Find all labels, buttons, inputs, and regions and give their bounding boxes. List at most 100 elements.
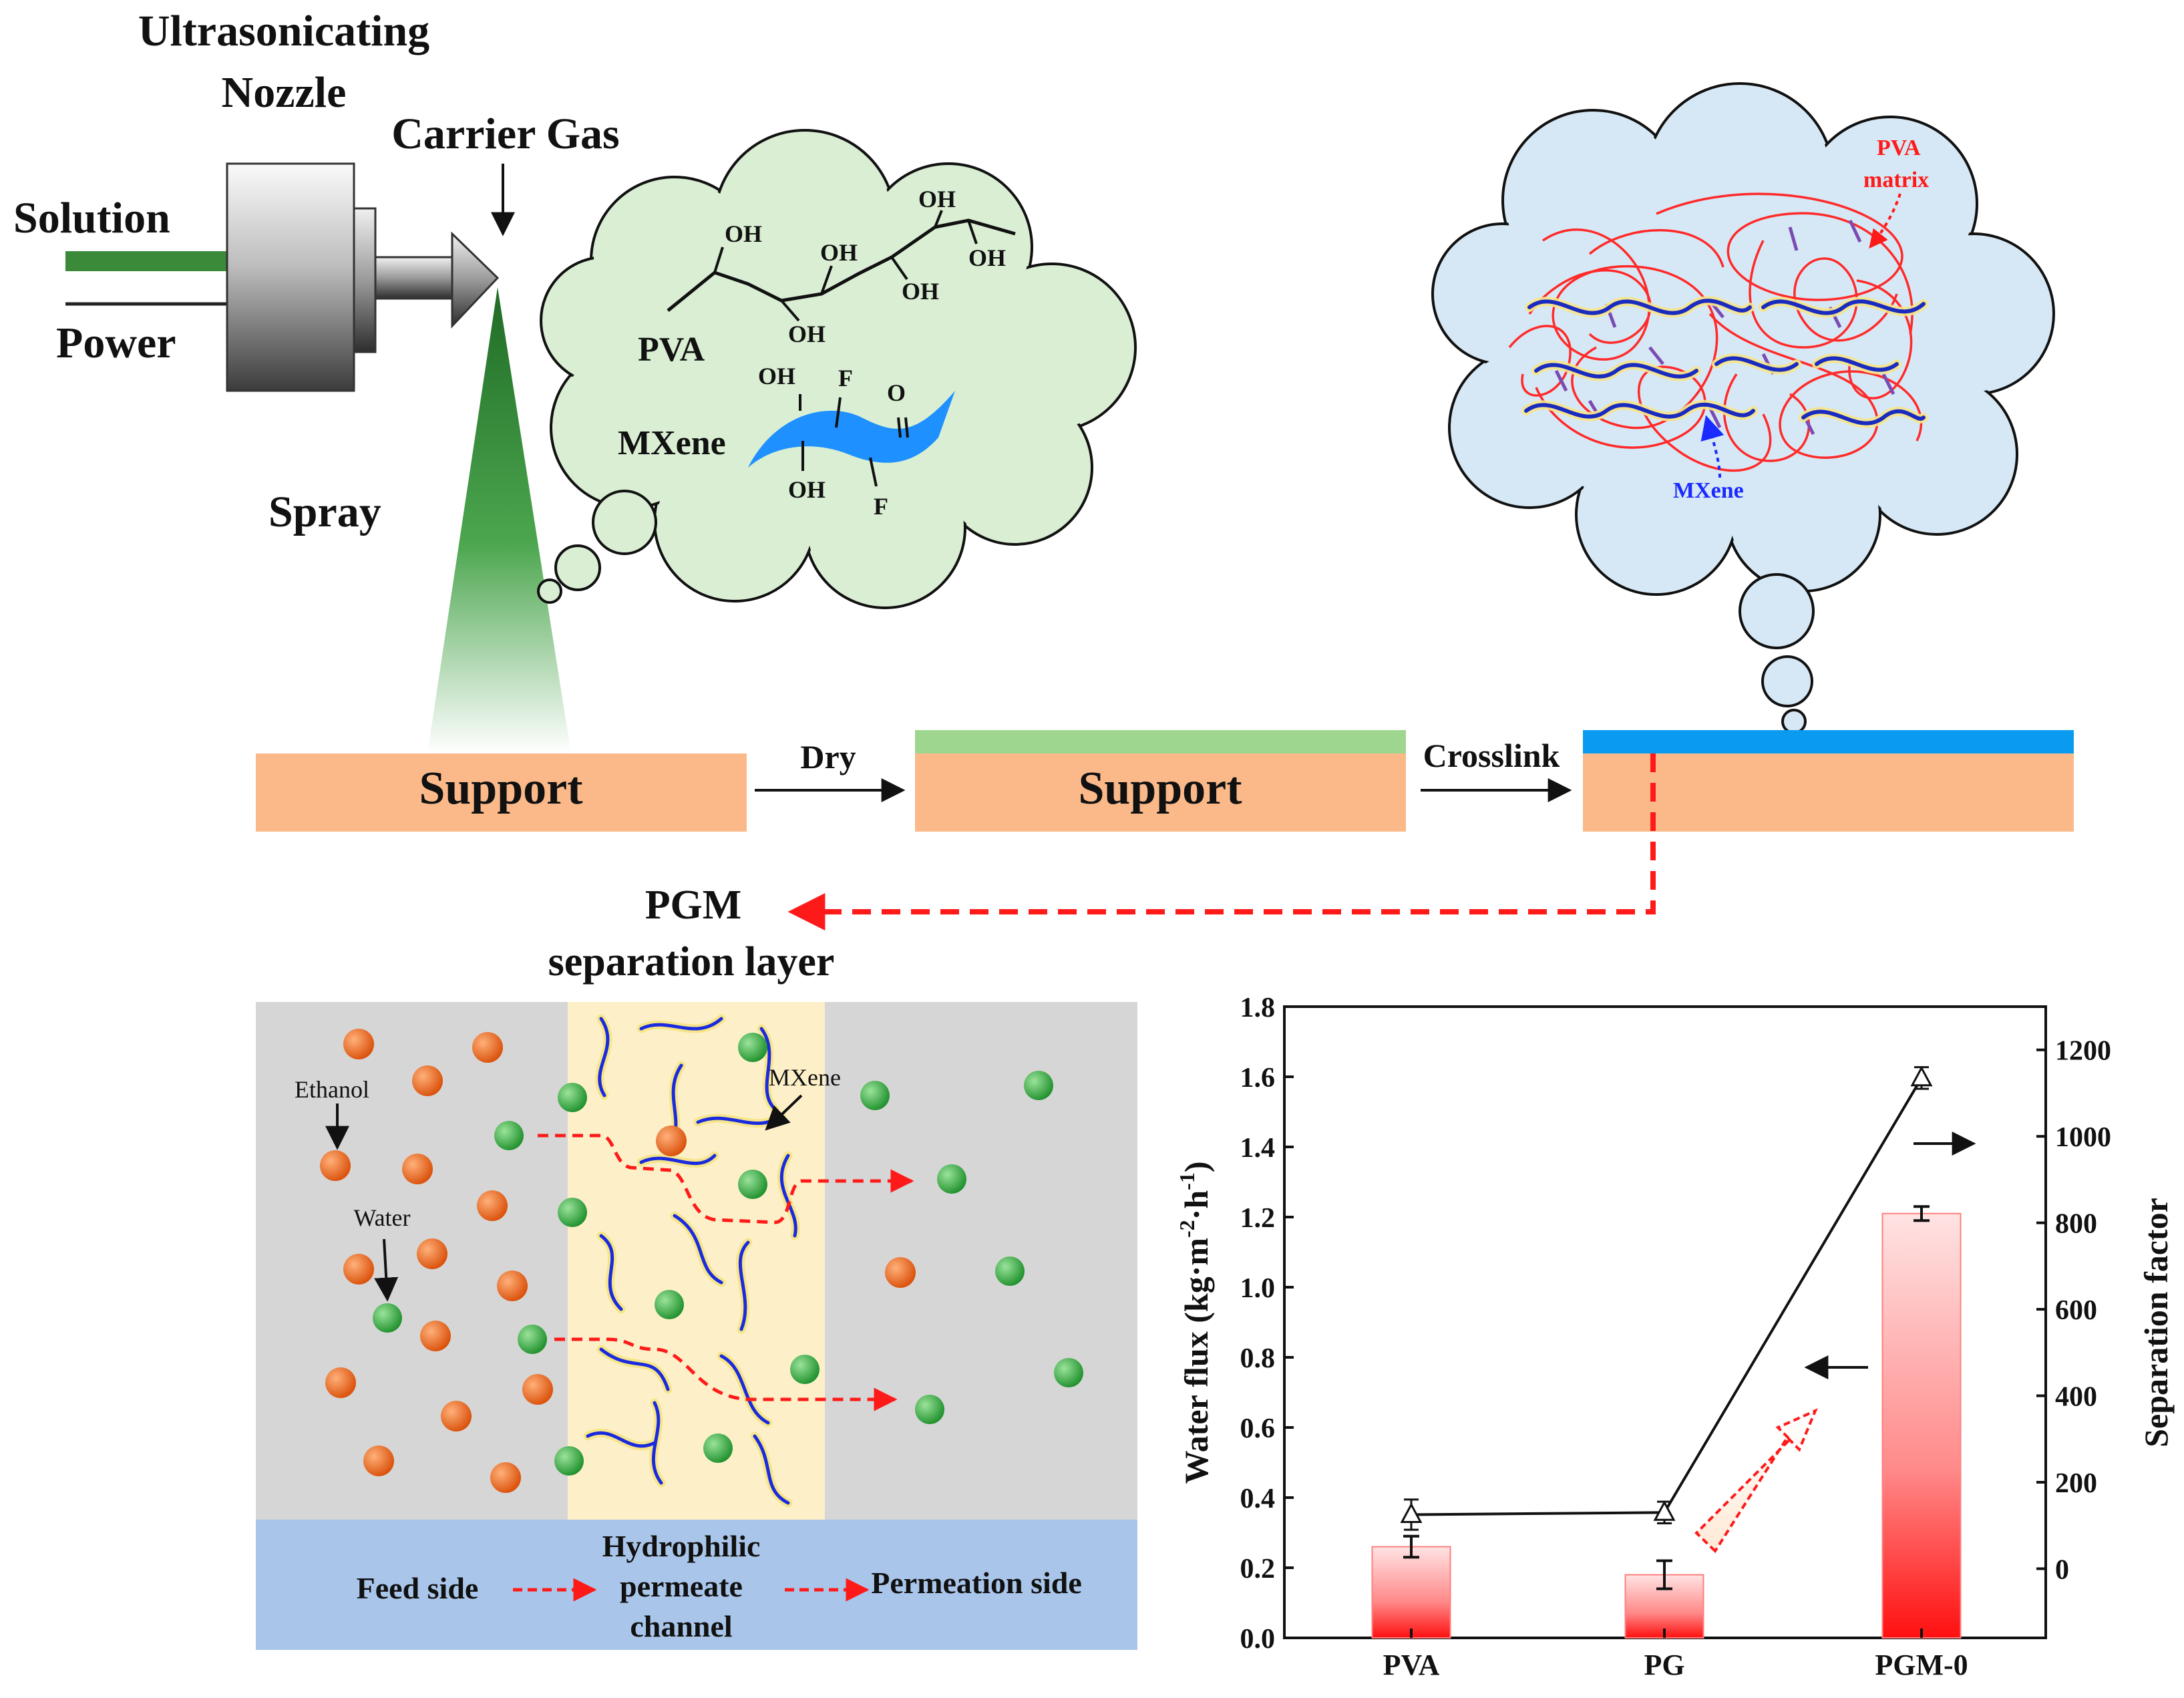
ethanol-molecule (490, 1462, 521, 1493)
separation-marker (1400, 1502, 1423, 1524)
pgm-label-line2: separation layer (548, 939, 835, 985)
nozzle-title-line1: Ultrasonicating (138, 7, 429, 55)
pgm-callout-arrow (787, 753, 1656, 930)
water-molecule (494, 1121, 524, 1150)
nozzle-collar (353, 207, 377, 353)
ethanol-molecule (417, 1238, 447, 1269)
pgm-label-line1: PGM (645, 882, 742, 928)
mxene-flakes (583, 1014, 800, 1508)
line-series (1400, 1065, 1933, 1531)
right-tick-label: 0 (2055, 1554, 2069, 1585)
left-tick-label: 1.8 (1240, 993, 1276, 1023)
ethanol-label: Ethanol (295, 1076, 369, 1103)
water-molecule (1054, 1358, 1083, 1387)
feed-side-label: Feed side (357, 1571, 479, 1605)
mxene-flake-label: MXene (769, 1064, 841, 1091)
thought-bubble-large (1739, 573, 1815, 649)
trend-arrow (1694, 1408, 1818, 1554)
bar-series (1371, 1205, 1962, 1639)
dry-label: Dry (800, 738, 856, 776)
water-molecule (703, 1433, 733, 1463)
ethanol-molecule (402, 1154, 433, 1184)
water-molecule (915, 1395, 944, 1424)
ethanol-molecule (343, 1029, 374, 1059)
mxene-chains (1521, 296, 1928, 428)
water-molecule (373, 1303, 402, 1333)
cloud-left: OH OH OH OH OH OH PVA MXene OH F O OH F (537, 129, 1137, 609)
support-block-2 (915, 753, 1406, 832)
separation-marker (1910, 1065, 1933, 1087)
right-tick-label: 800 (2055, 1209, 2097, 1240)
pgm-layer (1583, 730, 2074, 753)
support-block-3 (1583, 753, 2074, 832)
x-tick-label: PG (1644, 1649, 1684, 1681)
left-tick-label: 1.2 (1240, 1203, 1276, 1234)
water-molecule (937, 1164, 966, 1194)
crosslink-label: Crosslink (1423, 737, 1560, 774)
permeation-schematic: Ethanol Water MXene Feed side Hydrophili… (256, 1002, 1137, 1650)
mxene-flake-pointer (765, 1094, 803, 1131)
support-label-2: Support (1078, 763, 1242, 814)
spray-cone (427, 287, 571, 753)
water-molecule (995, 1256, 1025, 1286)
ethanol-molecule (472, 1032, 503, 1063)
spray-label: Spray (268, 488, 381, 536)
water-label: Water (353, 1204, 410, 1231)
oh-label: OH (902, 278, 939, 305)
bottom-band (256, 1520, 1137, 1650)
x-tick-label: PGM-0 (1875, 1649, 1968, 1681)
oh-label: OH (968, 244, 1006, 271)
pva-matrix-label-line1: PVA (1877, 136, 1921, 160)
carrier-gas-label: Carrier Gas (391, 110, 620, 158)
f-label: F (874, 493, 888, 520)
flux-bar (1371, 1546, 1451, 1639)
nozzle-assembly: Ultrasonicating Nozzle Carrier Gas Solut… (13, 7, 620, 753)
water-molecule (790, 1355, 820, 1384)
ethanol-molecule (363, 1446, 394, 1476)
cloud-right: PVA matrix MXene (1431, 82, 2055, 734)
right-tick-label: 600 (2055, 1295, 2097, 1326)
left-tick-label: 0.8 (1240, 1343, 1276, 1374)
thought-bubble-small (537, 578, 562, 604)
right-tick-label: 400 (2055, 1382, 2097, 1413)
left-tick-label: 1.6 (1240, 1063, 1276, 1093)
water-molecule (1024, 1071, 1053, 1100)
nozzle-tip (451, 231, 500, 329)
water-molecule (738, 1170, 767, 1199)
water-molecule (518, 1325, 547, 1354)
o-label: O (887, 379, 906, 406)
water-molecule (738, 1033, 767, 1062)
mxene-label: MXene (618, 424, 726, 462)
right-tick-label: 200 (2055, 1468, 2097, 1499)
ethanol-molecules (320, 1029, 916, 1493)
y2-axis-title: Separation factor (2137, 1198, 2175, 1448)
left-tick-label: 0.0 (1240, 1624, 1276, 1655)
oh-label: OH (725, 220, 762, 247)
y-axis-title: Water flux (kg·m-2·h-1) (1175, 1162, 1215, 1484)
ethanol-molecule (420, 1321, 451, 1351)
solution-tube (65, 251, 229, 271)
water-molecules (373, 1033, 1083, 1476)
ethanol-molecule (477, 1190, 508, 1221)
left-tick-label: 0.6 (1240, 1413, 1276, 1444)
water-molecule (554, 1446, 584, 1476)
water-molecule (558, 1198, 587, 1227)
oh-label: OH (918, 186, 956, 212)
nozzle-shaft (374, 256, 453, 300)
channel-label-line1: Hydrophilic (602, 1529, 761, 1563)
ethanol-molecule (343, 1254, 374, 1285)
right-tick-label: 1000 (2055, 1122, 2111, 1153)
pva-matrix-label-line2: matrix (1863, 168, 1929, 192)
oh-label: OH (758, 363, 795, 389)
right-tick-label: 1200 (2055, 1036, 2111, 1067)
water-pointer (374, 1238, 399, 1302)
power-label: Power (56, 319, 176, 367)
ethanol-molecule (522, 1374, 553, 1405)
flux-bar (1881, 1212, 1962, 1639)
ethanol-molecule (656, 1126, 687, 1156)
left-tick-label: 0.4 (1240, 1484, 1276, 1514)
mxene-network-pointer (1700, 415, 1724, 478)
mxene-network-label: MXene (1673, 478, 1744, 503)
separation-line (1411, 1077, 1923, 1516)
